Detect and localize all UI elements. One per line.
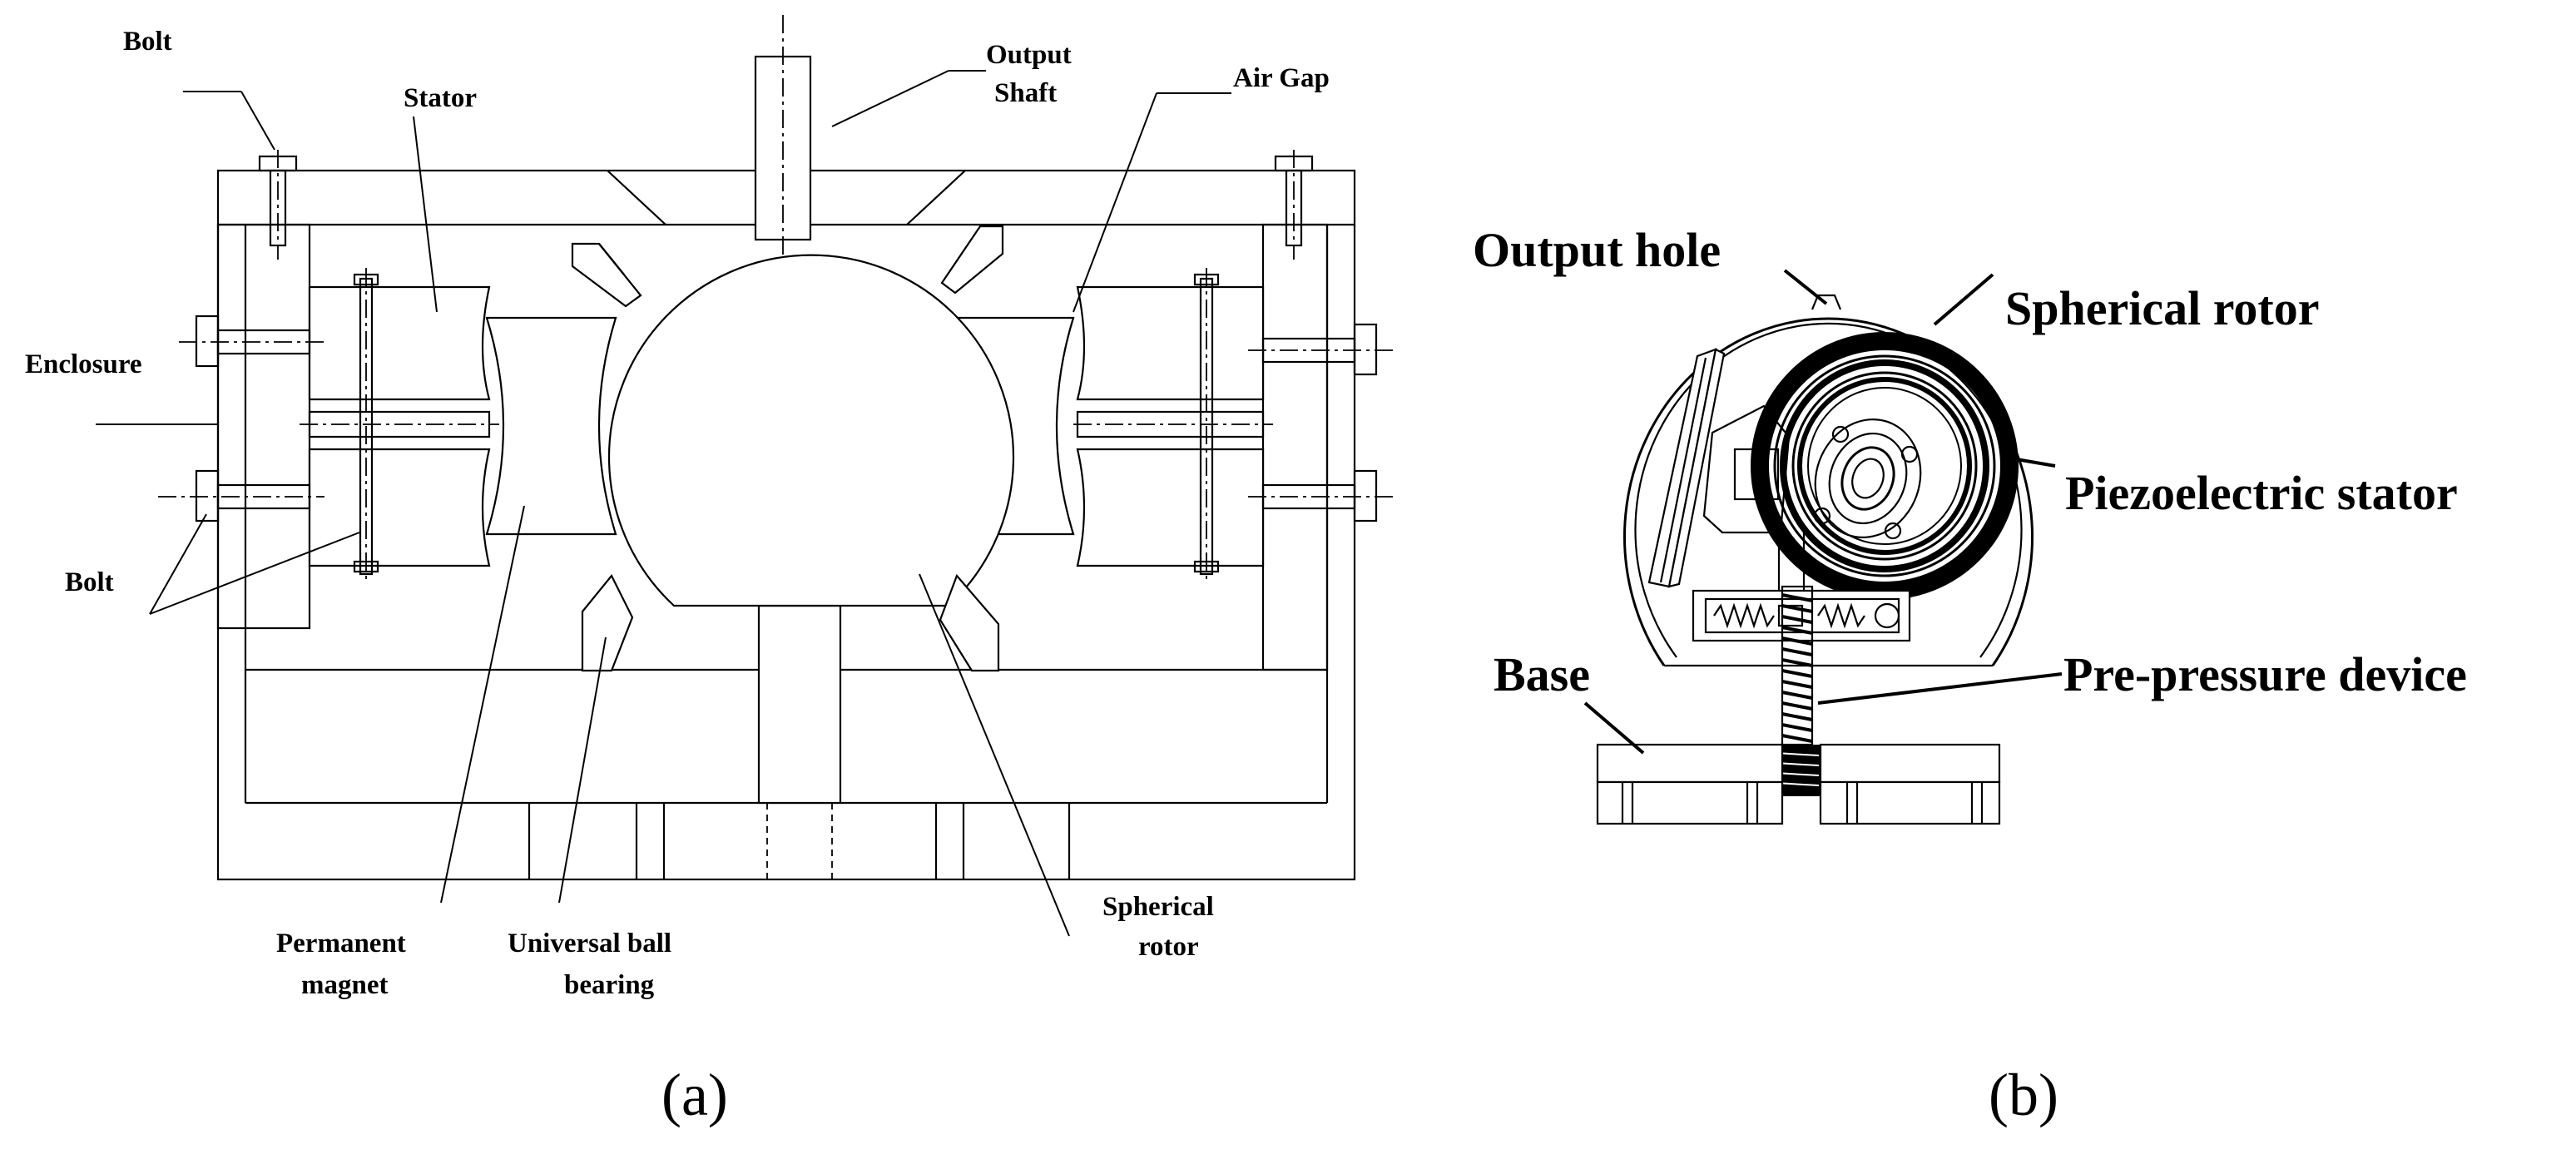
label-spherical-rotor-a-1: Spherical [1102,892,1214,922]
label-air-gap: Air Gap [1233,63,1330,93]
label-piezoelectric-stator: Piezoelectric stator [2065,466,2458,520]
leader-bolt-top-diag [240,91,275,151]
side-bolt-right-lower [1261,483,1356,510]
label-bolt-top: Bolt [123,27,172,57]
piezoelectric-stator-ring [1751,332,2019,600]
label-pre-pressure-device: Pre-pressure device [2063,647,2467,701]
leader-piezoelectric-stator [2006,456,2056,468]
leader-pre-pressure-device [1817,672,2063,705]
stator-right-lower [1076,448,1265,567]
leader-permanent-magnet [440,505,525,904]
leader-stator [413,116,438,313]
permanent-magnet-left [485,316,617,536]
label-base: Base [1494,647,1590,701]
top-bevel-left [607,170,666,225]
label-universal-ball-bearing-1: Universal ball [508,929,671,958]
ball-bearing-upper-right [940,225,1004,295]
side-bolt-left-lower-head [195,469,220,523]
leader-bolt-bottom-2 [149,532,360,615]
leader-output-hole [1783,269,1828,305]
side-bolt-right-lower-head [1353,469,1378,523]
tilted-plate-back [1667,348,1726,588]
leader-air-gap [1073,92,1157,313]
label-spherical-rotor-b: Spherical rotor [2005,281,2319,335]
bottom-support-column [757,604,842,805]
right-side-block [1261,223,1329,671]
top-bevel-right [906,170,966,225]
spherical-rotor-shell-inner [1634,322,2023,658]
side-bolt-right-upper-head [1353,323,1378,376]
ball-bearing-upper-left [571,242,642,308]
output-hole [1811,294,1842,310]
label-permanent-magnet-2: magnet [301,970,388,1000]
caption-b: (b) [1989,1062,2058,1128]
leader-universal-ball-bearing [558,636,607,904]
leader-output-shaft [831,70,949,127]
leader-bolt-bottom-1 [149,513,207,615]
stator-right-upper [1076,285,1265,401]
tilted-plate-inner [1659,357,1707,583]
panel-b-spherical-motor: Output hole Spherical rotor Piezoelectri… [1473,223,2467,1128]
leader-spherical-rotor-a [919,573,1070,937]
label-stator: Stator [404,83,477,113]
label-output-shaft-1: Output [986,40,1072,70]
label-output-hole: Output hole [1473,223,1721,277]
side-bolt-left-upper [216,329,311,355]
ball-bearing-lower-right [939,573,1000,672]
ball-bearing-lower-left [581,573,634,672]
label-bolt-bottom: Bolt [65,567,114,597]
left-side-block [216,223,311,630]
leader-base [1583,701,1645,755]
leader-spherical-rotor-b [1933,273,1994,326]
panel-a-cross-section: Bolt Stator Output Shaft Air Gap Enclosu… [25,15,1398,1128]
side-bolt-left-upper-head [195,315,220,368]
stator-left-upper [308,285,491,401]
label-universal-ball-bearing-2: bearing [564,970,655,1000]
label-output-shaft-2: Shaft [994,78,1057,108]
base-plate [1596,743,2001,825]
label-permanent-magnet-1: Permanent [276,929,406,958]
side-bolt-right-upper [1261,337,1356,364]
spherical-rotor-a [607,254,1015,607]
caption-a: (a) [661,1062,728,1128]
stator-left-lower [308,448,491,567]
label-enclosure: Enclosure [25,349,142,379]
label-spherical-rotor-a-2: rotor [1138,932,1199,962]
stator-hub [1813,418,1922,540]
spherical-rotor-shell-outer [1623,317,2034,666]
